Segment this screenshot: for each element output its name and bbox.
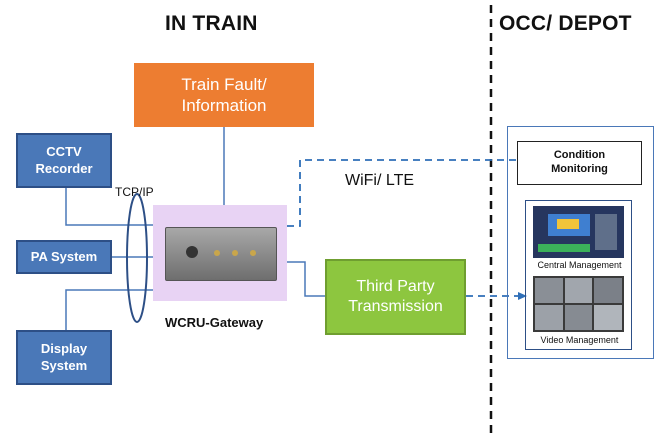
- gateway-device: [153, 205, 287, 301]
- status-panel-icon: [595, 214, 617, 250]
- link-wifi-lte: [287, 159, 517, 227]
- gateway-port-icon: [186, 246, 198, 258]
- video-feed-icon: [535, 305, 563, 330]
- video-feed-icon: [594, 278, 622, 303]
- link-display-gateway: [65, 289, 153, 330]
- video-feed-icon: [564, 278, 593, 303]
- cctv-recorder-box: CCTV Recorder: [16, 133, 112, 188]
- condition-monitoring-box: Condition Monitoring: [517, 141, 642, 185]
- management-panel: Central Management Video Management: [525, 200, 632, 350]
- gateway-led-icon: [214, 250, 220, 256]
- train-fault-box: Train Fault/ Information: [134, 63, 314, 127]
- map-region-icon: [557, 219, 579, 229]
- video-feed-icon: [535, 278, 563, 303]
- tcpip-label: TCP/IP: [115, 185, 154, 199]
- status-bar-icon: [538, 244, 590, 252]
- pa-system-box: PA System: [16, 240, 112, 274]
- gateway-led-icon: [232, 250, 238, 256]
- gateway-label: WCRU-Gateway: [165, 315, 264, 330]
- gateway-led-icon: [250, 250, 256, 256]
- link-gateway-thirdparty: [287, 261, 325, 297]
- video-management-screen: [533, 276, 624, 332]
- central-management-label: Central Management: [537, 260, 622, 270]
- third-party-box: Third Party Transmission: [325, 259, 466, 335]
- tcpip-ellipse: [126, 193, 148, 323]
- central-management-screen: [533, 206, 624, 258]
- video-management-label: Video Management: [540, 335, 619, 345]
- gateway-hardware-image: [165, 227, 277, 281]
- link-cctv-gateway: [65, 188, 153, 226]
- arrow-head: [518, 292, 527, 300]
- video-feed-icon: [594, 305, 622, 330]
- occ-panel: [507, 126, 654, 359]
- wifi-lte-label: WiFi/ LTE: [345, 172, 415, 189]
- video-feed-icon: [564, 305, 593, 330]
- heading-in-train: IN TRAIN: [165, 12, 258, 35]
- display-system-box: Display System: [16, 330, 112, 385]
- heading-occ-depot: OCC/ DEPOT: [499, 12, 632, 35]
